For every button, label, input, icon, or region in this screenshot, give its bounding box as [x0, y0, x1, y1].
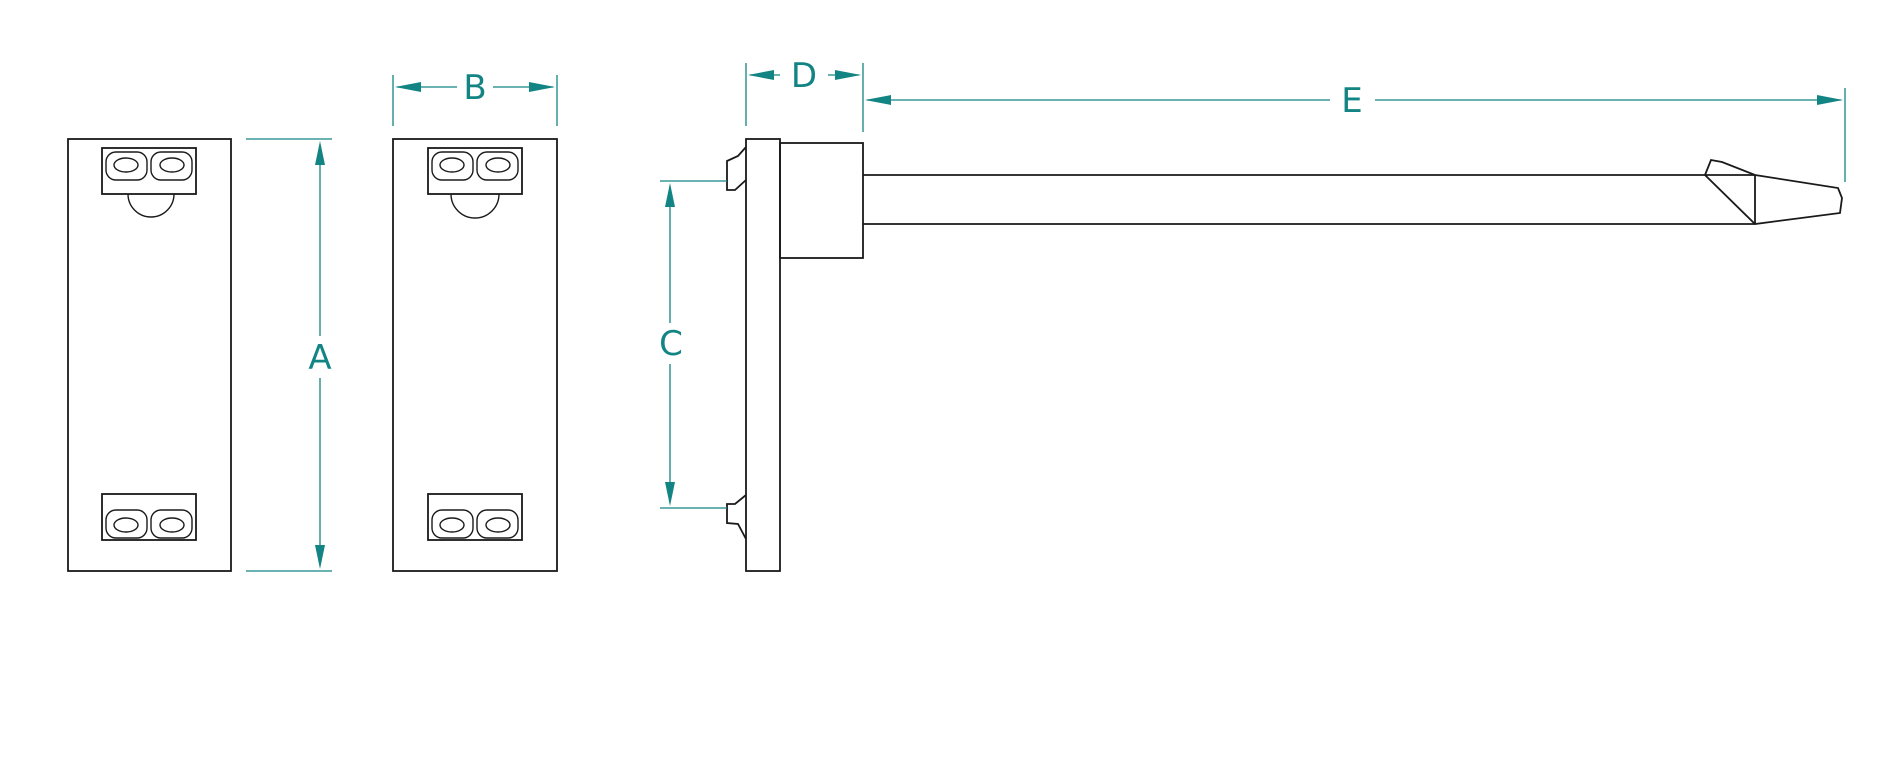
side-view-top-hook	[726, 146, 747, 191]
dimension-e-arrow-right	[1817, 95, 1843, 105]
back-view-body	[392, 138, 558, 572]
dimension-b-arrow-left	[395, 82, 421, 92]
side-view-rod-tip	[1703, 158, 1843, 225]
dimension-a: A	[246, 138, 332, 572]
dimension-d-arrow-right	[835, 70, 861, 80]
dimension-e: E	[865, 81, 1846, 182]
side-view-hub	[779, 142, 864, 259]
dimension-e-arrow-left	[865, 95, 891, 105]
dimension-a-arrow-top	[315, 141, 325, 165]
dimension-b-label: B	[463, 68, 486, 108]
side-view	[726, 138, 1843, 572]
front-view	[67, 138, 232, 572]
side-view-bottom-hook	[726, 494, 747, 540]
back-view-top-clip	[427, 147, 523, 219]
dimension-b: B	[392, 68, 558, 126]
dimension-e-label: E	[1341, 81, 1362, 121]
side-view-base-plate	[745, 138, 781, 572]
front-view-top-clip	[101, 147, 197, 218]
dimension-d-arrow-left	[748, 70, 774, 80]
dimension-d: D	[745, 56, 864, 132]
dimension-c: C	[659, 180, 727, 509]
dimension-a-arrow-bottom	[315, 545, 325, 569]
dimension-c-arrow-bottom	[665, 482, 675, 506]
front-view-bottom-clip	[101, 493, 197, 541]
dimension-c-label: C	[659, 324, 683, 364]
back-view	[392, 138, 558, 572]
dimension-a-label: A	[308, 338, 331, 378]
dimension-d-label: D	[791, 56, 817, 96]
front-view-body	[67, 138, 232, 572]
dimension-c-arrow-top	[665, 183, 675, 207]
dimension-b-arrow-right	[529, 82, 555, 92]
back-view-bottom-clip	[427, 493, 523, 541]
